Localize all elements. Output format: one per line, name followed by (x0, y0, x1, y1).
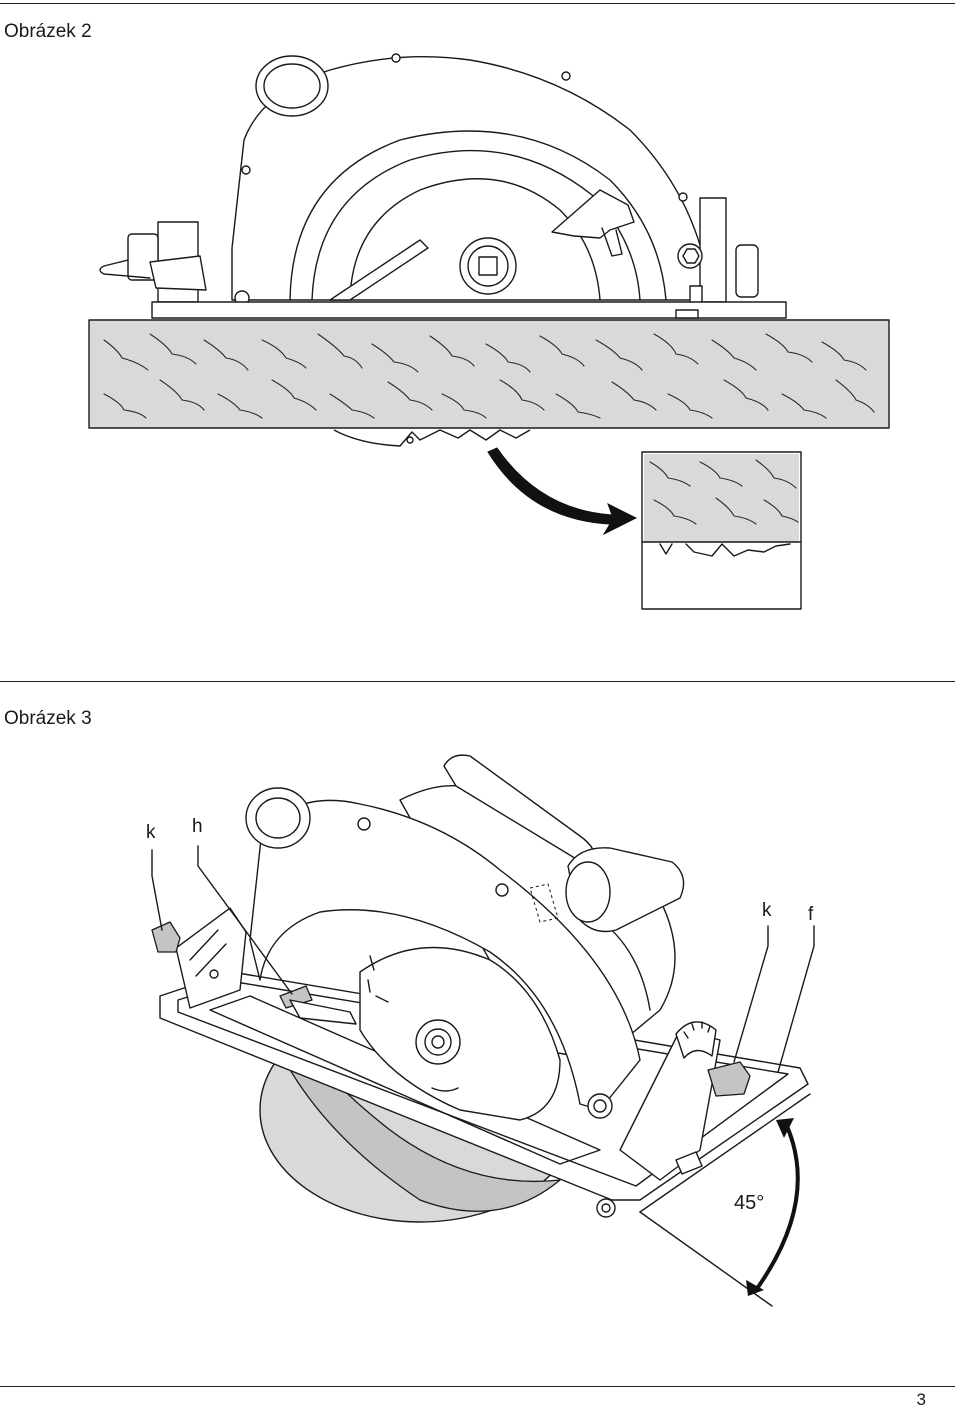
top-rule (0, 3, 955, 4)
angle-arrow-bottom (746, 1280, 764, 1296)
arbor-bolt (431, 1035, 445, 1049)
callout-h: h (192, 816, 203, 837)
depth-lever (279, 985, 313, 1009)
guard-inner-arc-2 (311, 149, 641, 301)
callout-k-left: k (146, 822, 156, 843)
figure-2-caption: Obrázek 2 (4, 21, 92, 42)
angle-line-base (639, 1093, 811, 1213)
hex-nut-inner (682, 248, 700, 264)
depth-lever-arm (289, 999, 357, 1025)
screw (561, 71, 571, 81)
arbor-bolt (478, 256, 498, 276)
arbor-ring (467, 245, 509, 287)
page-number: 3 (916, 1390, 926, 1409)
rear-grip-knob-inner (255, 797, 301, 839)
left-bracket-slot (189, 929, 227, 977)
workpiece (88, 319, 890, 429)
base-pivot-inner (601, 1203, 611, 1213)
base-pivot (596, 1198, 616, 1218)
bottom-rule (0, 1386, 955, 1387)
detail-grain (649, 459, 799, 525)
screw (391, 53, 401, 63)
blade-face (359, 946, 561, 1121)
screw (357, 817, 371, 831)
wood-grain (103, 333, 875, 419)
guard-lever-grip (601, 227, 623, 257)
leader-f (777, 925, 815, 1073)
screw (678, 192, 688, 202)
left-bevel-knob (151, 921, 181, 953)
arbor-ring (424, 1028, 452, 1056)
riving-knife (329, 239, 429, 301)
bevel-scale (675, 1021, 717, 1059)
figure-2-illustration (88, 53, 890, 610)
detail-wood (644, 454, 799, 542)
figure-3-caption: Obrázek 3 (4, 708, 92, 729)
hex-nut-inner (593, 1099, 607, 1113)
blade-bottom (333, 429, 531, 447)
rear-knob-left (127, 233, 159, 281)
power-cable (99, 259, 151, 279)
cable-sleeve (149, 255, 207, 291)
rear-grip-knob (245, 787, 311, 849)
guard-lever (551, 189, 635, 239)
screw (495, 883, 509, 897)
guard-label (529, 883, 559, 923)
guard-inner-arc (289, 130, 667, 301)
rear-knob (255, 55, 329, 117)
blade-window (349, 178, 601, 301)
middle-rule (0, 681, 955, 682)
bevel-scale-ticks (683, 1021, 711, 1039)
angle-arrow-top (776, 1118, 794, 1138)
bracket-pin (209, 969, 219, 979)
front-handle-end (565, 861, 611, 923)
detail-arrow (487, 447, 638, 536)
right-bevel-knob (707, 1061, 751, 1097)
screw (241, 165, 251, 175)
front-knob (735, 244, 759, 298)
base-plate (151, 301, 787, 319)
angle-label: 45° (734, 1192, 765, 1214)
leader-k-right (733, 925, 769, 1063)
angle-arc (754, 1123, 800, 1292)
blade-slot-mark (367, 955, 389, 1003)
rip-guide-mark (675, 1151, 703, 1175)
base-slot (209, 995, 601, 1165)
rear-knob-inner (263, 63, 321, 109)
leader-h (197, 845, 293, 995)
hex-nut (587, 1093, 613, 1119)
rotation-arrow (431, 1087, 459, 1092)
left-bevel-bracket (175, 907, 247, 1009)
leader-k-left (151, 849, 163, 931)
blade-pin (406, 436, 414, 444)
callout-k-right: k (762, 900, 772, 921)
detail-teeth (659, 543, 791, 557)
callout-f: f (808, 904, 814, 925)
base-bump (675, 309, 699, 319)
right-bevel-bracket (619, 1029, 721, 1181)
